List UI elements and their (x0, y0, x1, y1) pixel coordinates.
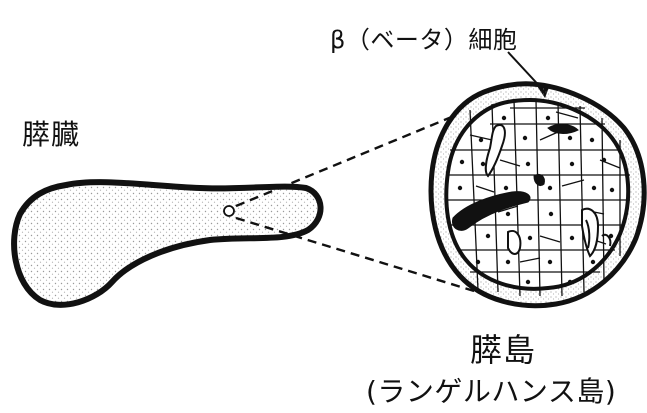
capillaries (451, 123, 612, 258)
pancreas-label: 膵臓 (22, 118, 81, 151)
islet-marker (223, 205, 235, 217)
langerhans-label: (ランゲルハンス島) (366, 375, 617, 408)
islet-label: 膵島 (470, 331, 537, 369)
cell-nuclei (457, 115, 615, 285)
beta-cell-label: β（ベータ）細胞 (330, 26, 518, 54)
islet-enlarged (428, 81, 647, 309)
pancreas-organ (11, 179, 324, 308)
zoom-lines (235, 114, 511, 304)
